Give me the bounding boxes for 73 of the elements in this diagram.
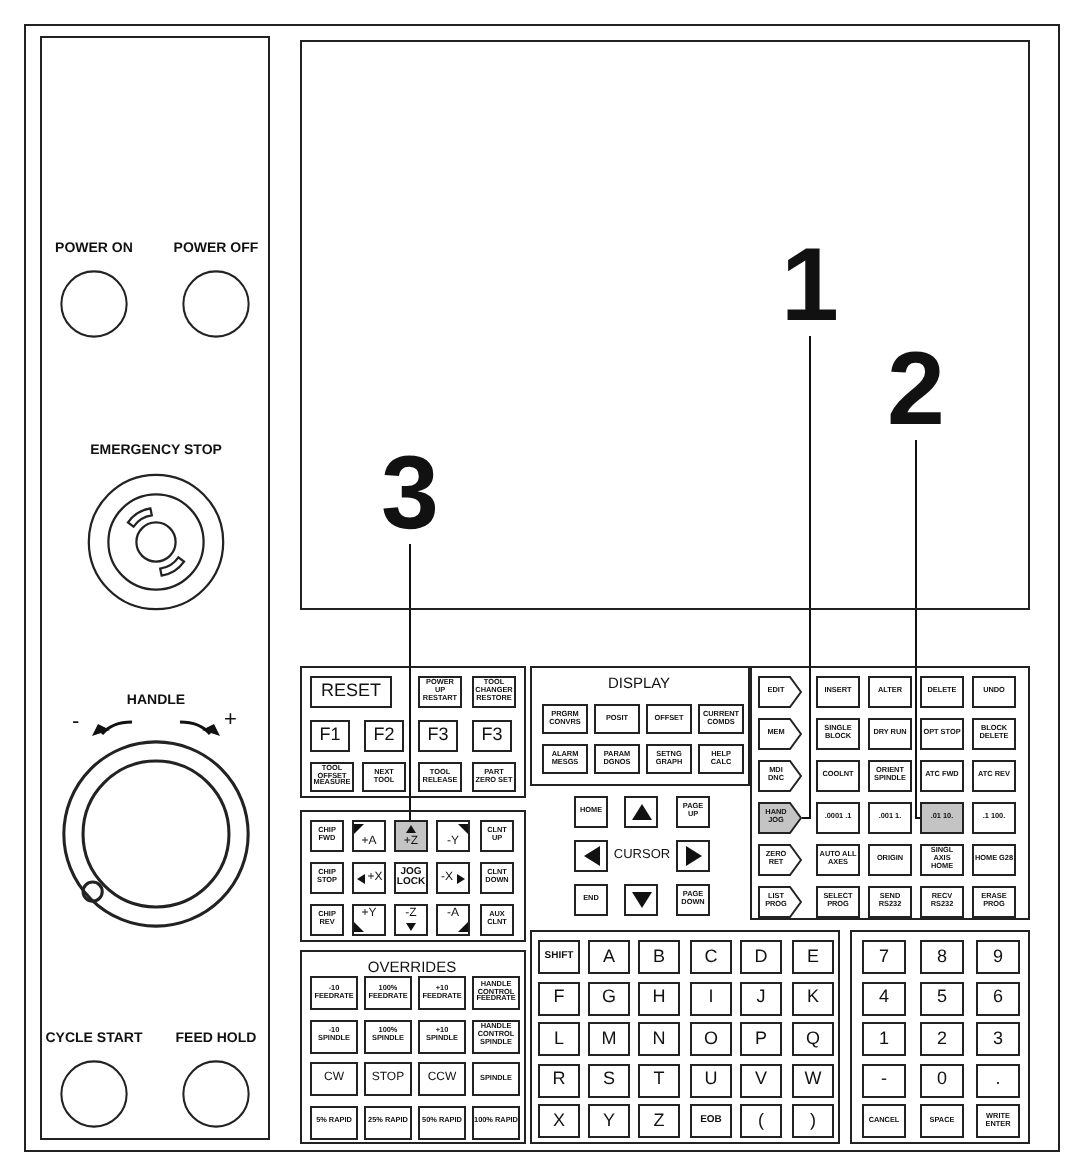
mode-key bbox=[758, 886, 802, 918]
keyboard-key: 7 bbox=[862, 940, 906, 974]
keyboard-key: 0 bbox=[920, 1063, 964, 1097]
mode-key bbox=[758, 844, 802, 876]
key-panel bbox=[300, 950, 526, 1144]
arrow-key bbox=[574, 840, 608, 872]
leader-line bbox=[915, 439, 921, 819]
arrow-key bbox=[676, 840, 710, 872]
keyboard-key: Z bbox=[638, 1104, 680, 1138]
keyboard-key bbox=[436, 820, 470, 852]
keyboard-key: R bbox=[538, 1063, 580, 1097]
keyboard-key: 2 bbox=[920, 1022, 964, 1056]
keyboard-key: ( bbox=[740, 1104, 782, 1138]
callout-number: 3 bbox=[380, 444, 440, 544]
keyboard-key: F1 bbox=[310, 720, 350, 752]
keyboard-key bbox=[436, 862, 470, 894]
keyboard-key: O bbox=[690, 1022, 732, 1056]
keyboard-key: K bbox=[792, 981, 834, 1015]
keyboard-key: 6 bbox=[976, 981, 1020, 1015]
keyboard-key: - bbox=[862, 1063, 906, 1097]
arrow-key bbox=[624, 796, 658, 828]
keyboard-key: T bbox=[638, 1063, 680, 1097]
callout-number: 2 bbox=[886, 340, 946, 440]
keyboard-key: 4 bbox=[862, 981, 906, 1015]
keyboard-key: U bbox=[690, 1063, 732, 1097]
key-panel bbox=[530, 666, 750, 786]
keyboard-key: Q bbox=[792, 1022, 834, 1056]
arrow-key bbox=[624, 884, 658, 916]
keyboard-key: RESET bbox=[310, 676, 392, 708]
keyboard-key: 1 bbox=[862, 1022, 906, 1056]
keyboard-key: C bbox=[690, 940, 732, 974]
keyboard-key: F2 bbox=[364, 720, 404, 752]
keyboard-key: P bbox=[740, 1022, 782, 1056]
keyboard-key: S bbox=[588, 1063, 630, 1097]
keyboard-key: I bbox=[690, 981, 732, 1015]
mode-key bbox=[758, 718, 802, 750]
leader-line bbox=[409, 543, 411, 821]
keyboard-key: H bbox=[638, 981, 680, 1015]
keyboard-key bbox=[352, 820, 386, 852]
keyboard-key: L bbox=[538, 1022, 580, 1056]
leader-line bbox=[801, 335, 811, 819]
keyboard-key: ) bbox=[792, 1104, 834, 1138]
mode-key bbox=[758, 802, 802, 834]
keyboard-key bbox=[352, 904, 386, 936]
mode-key bbox=[758, 760, 802, 792]
keyboard-key: X bbox=[538, 1104, 580, 1138]
keyboard-key: M bbox=[588, 1022, 630, 1056]
keyboard-key bbox=[394, 820, 428, 852]
keyboard-key: 9 bbox=[976, 940, 1020, 974]
plus-sign: + bbox=[224, 710, 237, 732]
keyboard-key: F3 bbox=[472, 720, 512, 752]
keyboard-key bbox=[436, 904, 470, 936]
keyboard-key: V bbox=[740, 1063, 782, 1097]
keyboard-key: D bbox=[740, 940, 782, 974]
keyboard-key: N bbox=[638, 1022, 680, 1056]
keyboard-key: 5 bbox=[920, 981, 964, 1015]
mode-key bbox=[758, 676, 802, 708]
minus-sign: - bbox=[72, 712, 80, 734]
keyboard-key: A bbox=[588, 940, 630, 974]
keyboard-key: 8 bbox=[920, 940, 964, 974]
keyboard-key: . bbox=[976, 1063, 1020, 1097]
keyboard-key: B bbox=[638, 940, 680, 974]
keyboard-key: 3 bbox=[976, 1022, 1020, 1056]
keyboard-key bbox=[394, 904, 428, 936]
keyboard-key: F3 bbox=[418, 720, 458, 752]
keyboard-key: W bbox=[792, 1063, 834, 1097]
keyboard-key: E bbox=[792, 940, 834, 974]
keyboard-key: J bbox=[740, 981, 782, 1015]
keyboard-key: Y bbox=[588, 1104, 630, 1138]
callout-number: 1 bbox=[780, 236, 840, 336]
keyboard-key: F bbox=[538, 981, 580, 1015]
keyboard-key bbox=[352, 862, 386, 894]
keyboard-key: G bbox=[588, 981, 630, 1015]
